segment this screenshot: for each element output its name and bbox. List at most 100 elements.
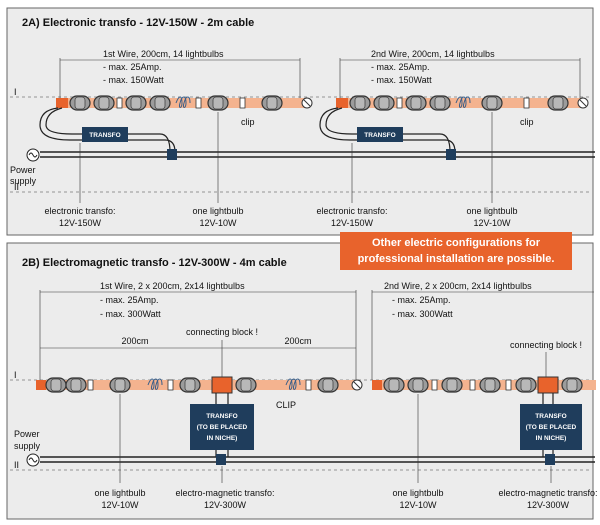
bulb-a2-label-line1: one lightbulb bbox=[466, 206, 517, 216]
bulb-a1-1 bbox=[69, 95, 91, 111]
line-ii-label: II bbox=[14, 182, 19, 192]
bulb-b1-2 bbox=[65, 377, 87, 393]
wire1-b-watt: - max. 300Watt bbox=[100, 309, 161, 319]
bulb-b1-5 bbox=[235, 377, 257, 393]
wire1-amp: - max. 25Amp. bbox=[103, 62, 162, 72]
wire1-b-amp: - max. 25Amp. bbox=[100, 295, 159, 305]
power-supply-a-line1: Power bbox=[10, 165, 36, 175]
bulb-b2-5 bbox=[515, 377, 537, 393]
transfo-box-b2-line1: TRANSFO bbox=[535, 413, 566, 420]
transfo-box-a1 bbox=[82, 127, 128, 142]
line-i-label: I bbox=[14, 87, 17, 97]
bulb-b2-2 bbox=[407, 377, 429, 393]
cable-a2 bbox=[336, 98, 582, 108]
dim-200-left-label: 200cm bbox=[121, 336, 148, 346]
wire2-b-amp: - max. 25Amp. bbox=[392, 295, 451, 305]
clip-b1-2 bbox=[167, 379, 174, 391]
clip-b2-1 bbox=[431, 379, 438, 391]
bulb-b1-6 bbox=[317, 377, 339, 393]
wire1-watt: - max. 150Watt bbox=[103, 75, 164, 85]
bulb-a1-label-line1: one lightbulb bbox=[192, 206, 243, 216]
callout-line1: Other electric configurations for bbox=[371, 237, 541, 249]
cable-a1-connector bbox=[56, 98, 68, 108]
transfo-box-b1 bbox=[190, 404, 254, 450]
clip-label-a1: clip bbox=[241, 117, 255, 127]
clip-a2-1 bbox=[396, 97, 403, 109]
transfo-box-a2-label: TRANSFO bbox=[364, 132, 395, 139]
feed-a2-inner bbox=[325, 107, 451, 153]
connecting-block-label-1: connecting block ! bbox=[186, 327, 258, 337]
transfo-box-b2-line3: IN NICHE) bbox=[536, 435, 567, 442]
clip-b1-1 bbox=[87, 379, 94, 391]
bulb-b2-label-line1: one lightbulb bbox=[392, 488, 443, 498]
cable-a2-connector bbox=[336, 98, 348, 108]
transfo-a1-label-line2: 12V-150W bbox=[59, 218, 102, 228]
junction-a2 bbox=[446, 149, 456, 160]
transfo-box-b2 bbox=[520, 404, 582, 450]
transfo-a2-label-line2: 12V-150W bbox=[331, 218, 374, 228]
ac-wave-b-icon bbox=[28, 457, 38, 463]
wire1-title: 1st Wire, 200cm, 14 lightbulbs bbox=[103, 49, 224, 59]
panel-b-title: 2B) Electromagnetic transfo - 12V-300W -… bbox=[22, 257, 287, 269]
transfo-box-b1-line1: TRANSFO bbox=[206, 413, 237, 420]
panel-b: 2B) Electromagnetic transfo - 12V-300W -… bbox=[6, 242, 598, 520]
clip-a1-3 bbox=[239, 97, 246, 109]
feed-a2-outer bbox=[319, 107, 456, 153]
wire2-amp: - max. 25Amp. bbox=[371, 62, 430, 72]
transfo-box-a2 bbox=[357, 127, 403, 142]
bulb-b1-label-line2: 12V-10W bbox=[101, 500, 139, 510]
clip-a1-2 bbox=[195, 97, 202, 109]
cable-a1 bbox=[56, 98, 306, 108]
cable-a1-endcap bbox=[301, 97, 313, 109]
wire2-b-title: 2nd Wire, 2 x 200cm, 2x14 lightbulbs bbox=[384, 281, 532, 291]
wire1-b-title: 1st Wire, 2 x 200cm, 2x14 lightbulbs bbox=[100, 281, 245, 291]
bulb-a2-6 bbox=[547, 95, 569, 111]
connecting-block-b1 bbox=[211, 376, 233, 394]
junction-b2 bbox=[545, 454, 555, 465]
clip-b2-2 bbox=[469, 379, 476, 391]
transfo-box-b2-line2: (TO BE PLACED bbox=[526, 424, 577, 431]
panel-a-title: 2A) Electronic transfo - 12V-150W - 2m c… bbox=[22, 17, 254, 29]
bulb-b1-label-line1: one lightbulb bbox=[94, 488, 145, 498]
clip-a2-2 bbox=[523, 97, 530, 109]
bulb-b2-3 bbox=[441, 377, 463, 393]
power-supply-b-line1: Power bbox=[14, 429, 40, 439]
power-supply-a-line2: supply bbox=[10, 176, 37, 186]
transfo-b2-label-line2: 12V-300W bbox=[527, 500, 570, 510]
dim-200-right-label: 200cm bbox=[284, 336, 311, 346]
junction-a1 bbox=[167, 149, 177, 160]
cable-b2-connector bbox=[372, 380, 382, 390]
transfo-a2-label-line1: electronic transfo: bbox=[316, 206, 387, 216]
transfo-a1-label-line1: electronic transfo: bbox=[44, 206, 115, 216]
panel-a-frame bbox=[6, 7, 594, 236]
bulb-a1-4 bbox=[149, 95, 171, 111]
clip-label-b: CLIP bbox=[276, 400, 296, 410]
cable-b1-connector bbox=[36, 380, 46, 390]
feed-a1-inner bbox=[45, 107, 171, 153]
bulb-b2-label-line2: 12V-10W bbox=[399, 500, 437, 510]
clip-b2-3 bbox=[505, 379, 512, 391]
bulb-b2-6 bbox=[561, 377, 583, 393]
bulb-a1-3 bbox=[125, 95, 147, 111]
cable-a2-endcap bbox=[577, 97, 589, 109]
ac-wave-a-icon bbox=[28, 152, 38, 158]
bulb-b1-3 bbox=[109, 377, 131, 393]
bulb-a2-label-line2: 12V-10W bbox=[473, 218, 511, 228]
cable-b1-endcap bbox=[351, 379, 363, 391]
wire2-b-watt: - max. 300Watt bbox=[392, 309, 453, 319]
clip-label-a2: clip bbox=[520, 117, 534, 127]
panel-a: 2A) Electronic transfo - 12V-150W - 2m c… bbox=[6, 7, 595, 236]
bulb-a2-5 bbox=[481, 95, 503, 111]
power-supply-b-line2: supply bbox=[14, 441, 41, 451]
junction-b1 bbox=[216, 454, 226, 465]
callout-line2: professional installation are possible. bbox=[357, 253, 555, 265]
bulb-a1-label-line2: 12V-10W bbox=[199, 218, 237, 228]
bulb-b2-4 bbox=[479, 377, 501, 393]
wire2-watt: - max. 150Watt bbox=[371, 75, 432, 85]
transfo-b1-label-line1: electro-magnetic transfo: bbox=[175, 488, 274, 498]
bulb-a1-6 bbox=[261, 95, 283, 111]
wire2-title: 2nd Wire, 200cm, 14 lightbulbs bbox=[371, 49, 495, 59]
line-i-label-b: I bbox=[14, 370, 17, 380]
clip-b1-3 bbox=[305, 379, 312, 391]
